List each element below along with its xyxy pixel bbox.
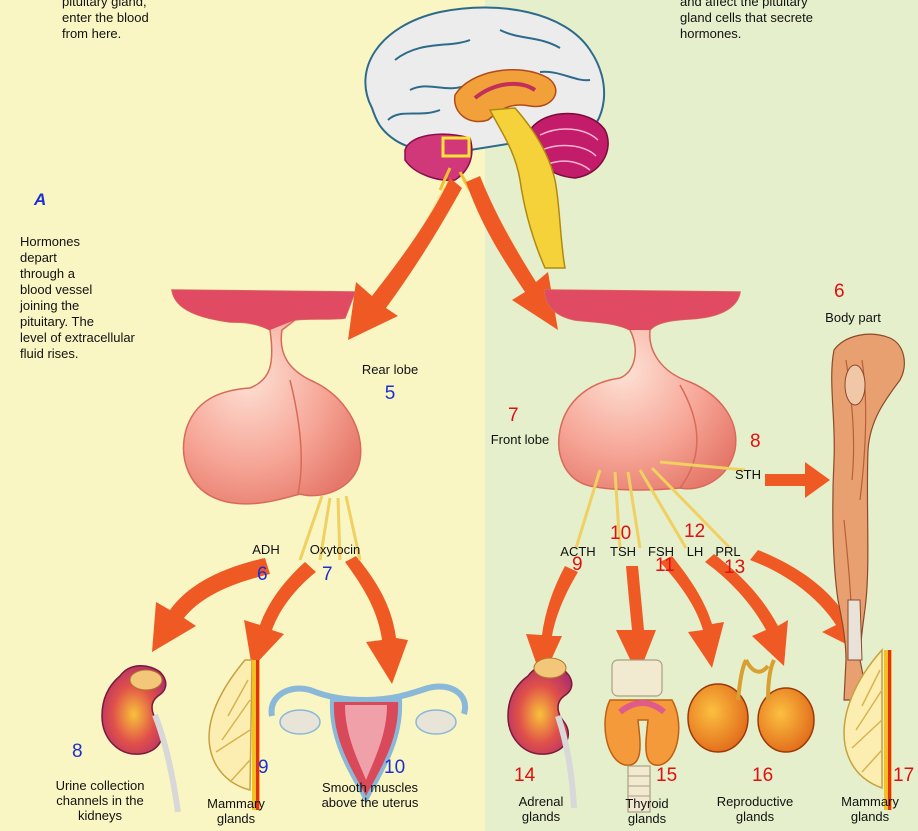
hormone-number-acth: 9 [572, 555, 583, 575]
target-label-line: Smooth muscles [300, 780, 440, 795]
target-number-adrenal: 14 [514, 766, 535, 786]
hormone-number-prl: 13 [724, 558, 745, 578]
section-a-text: Hormones depart through a blood vessel j… [20, 234, 190, 362]
section-a-line: level of extracellular [20, 330, 190, 346]
sth-number: 8 [750, 432, 761, 452]
target-number-mammary: 9 [258, 758, 269, 778]
top-left-caption: pituitary gland, enter the blood from he… [62, 0, 222, 42]
top-right-caption: and affect the pituitary gland cells tha… [680, 0, 900, 42]
top-right-caption-line: and affect the pituitary [680, 0, 900, 10]
top-left-caption-line: enter the blood [62, 10, 222, 26]
target-label-line: Mammary [196, 796, 276, 811]
top-right-caption-line: hormones. [680, 26, 900, 42]
section-a-line: Hormones [20, 234, 190, 250]
target-label-line: above the uterus [300, 795, 440, 810]
target-label-line: channels in the [30, 793, 170, 808]
hormone-label-oxytocin: Oxytocin [300, 542, 370, 557]
target-label-adrenal: Adrenal glands [506, 794, 576, 824]
target-label-line: glands [830, 809, 910, 824]
reproductive-gland-illustration [688, 660, 814, 752]
front-pituitary-lobe [545, 290, 745, 548]
hormone-label-lh: LH [682, 544, 708, 559]
target-label-line: Urine collection [30, 778, 170, 793]
target-label-line: kidneys [30, 808, 170, 823]
target-number-mammary-right: 17 [893, 766, 914, 786]
rear-lobe-label: Rear lobe [355, 362, 425, 377]
front-lobe-number: 7 [508, 406, 519, 426]
target-number-kidney: 8 [72, 742, 83, 762]
section-a-line: blood vessel [20, 282, 190, 298]
hormone-number-tsh: 10 [610, 524, 631, 544]
section-a-line: depart [20, 250, 190, 266]
section-a-line: joining the [20, 298, 190, 314]
target-number-thyroid: 15 [656, 766, 677, 786]
top-left-caption-line: from here. [62, 26, 222, 42]
arm-muscle-illustration [832, 334, 905, 700]
target-number-reproductive: 16 [752, 766, 773, 786]
section-a-line: fluid rises. [20, 346, 190, 362]
target-label-kidney: Urine collection channels in the kidneys [30, 778, 170, 823]
target-number-uterus: 10 [384, 758, 405, 778]
hormone-number-fsh: 11 [655, 556, 675, 576]
rear-lobe-number: 5 [380, 384, 400, 404]
mammary-gland-illustration [209, 660, 260, 810]
target-label-line: glands [700, 809, 810, 824]
hormone-number-adh: 6 [257, 565, 268, 585]
hormone-label-adh: ADH [246, 542, 286, 557]
sth-label: STH [728, 467, 768, 482]
target-label-line: glands [610, 811, 684, 826]
rear-pituitary-lobe [172, 290, 361, 560]
top-left-caption-line: pituitary gland, [62, 0, 222, 10]
target-label-line: Thyroid [610, 796, 684, 811]
section-letter-a: A [34, 190, 46, 210]
target-label-reproductive: Reproductive glands [700, 794, 810, 824]
target-label-thyroid: Thyroid glands [610, 796, 684, 826]
body-part-number: 6 [834, 282, 845, 302]
target-label-line: glands [506, 809, 576, 824]
target-label-mammary: Mammary glands [196, 796, 276, 826]
hormone-number-lh: 12 [684, 522, 705, 542]
target-label-mammary-right: Mammary glands [830, 794, 910, 824]
front-lobe-label: Front lobe [480, 432, 560, 447]
target-label-uterus: Smooth muscles above the uterus [300, 780, 440, 810]
target-label-line: Mammary [830, 794, 910, 809]
section-a-line: pituitary. The [20, 314, 190, 330]
target-label-line: Reproductive [700, 794, 810, 809]
hormone-label-tsh: TSH [606, 544, 640, 559]
section-a-line: through a [20, 266, 190, 282]
target-label-line: Adrenal [506, 794, 576, 809]
hormone-number-oxytocin: 7 [322, 565, 333, 585]
target-label-line: glands [196, 811, 276, 826]
top-right-caption-line: gland cells that secrete [680, 10, 900, 26]
thyroid-gland-illustration [605, 660, 679, 812]
body-part-label: Body part [808, 310, 898, 325]
